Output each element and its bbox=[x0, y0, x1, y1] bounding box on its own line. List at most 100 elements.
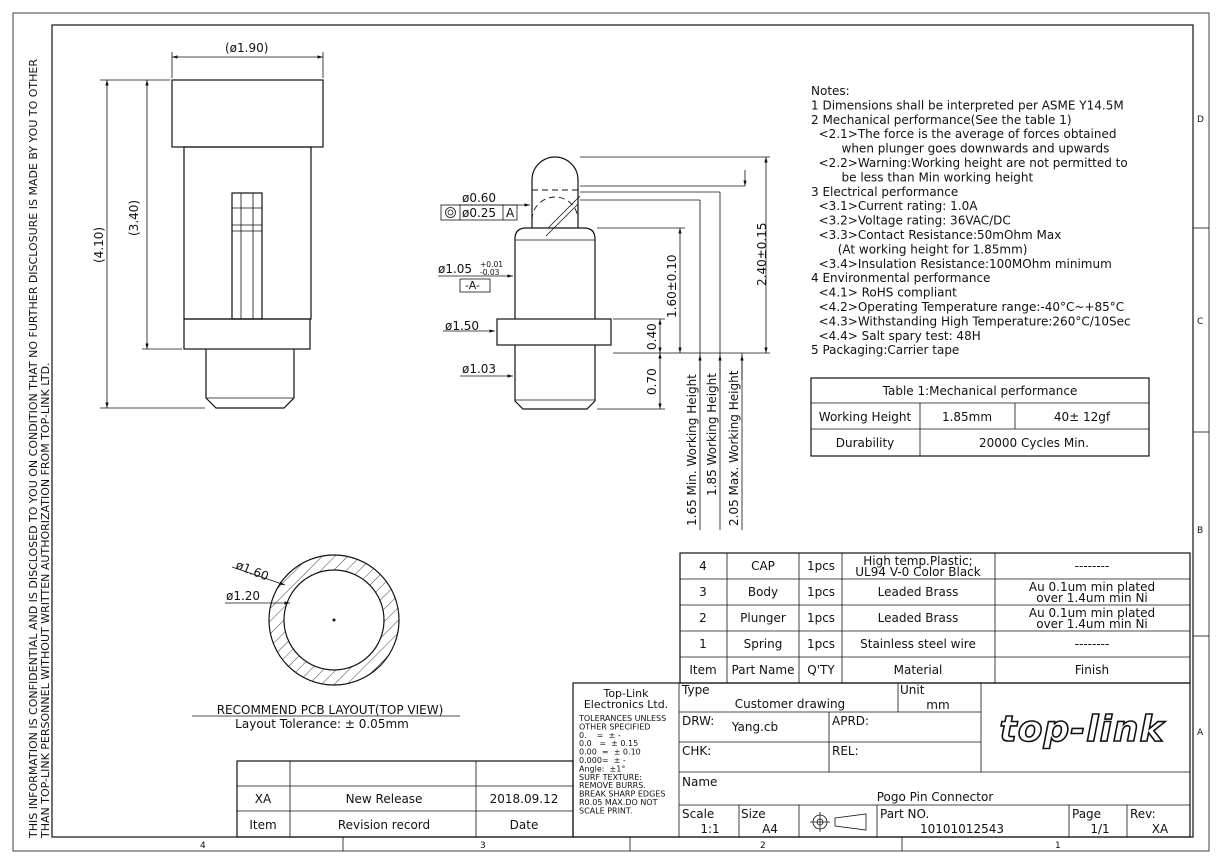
bom-header: Material bbox=[894, 663, 943, 677]
mech-row1-label: Working Height bbox=[819, 410, 912, 424]
note-line: <3.3>Contact Resistance:50mOhm Max bbox=[811, 228, 1061, 242]
gdt-datum-ref: A bbox=[506, 206, 515, 220]
company-logo: top-link bbox=[1000, 709, 1166, 750]
zone-label-a: A bbox=[1197, 728, 1204, 738]
dim-body-tol-lower: -0.03 bbox=[480, 268, 500, 277]
note-line: <2.1>The force is the average of forces … bbox=[811, 127, 1116, 141]
note-line: when plunger goes downwards and upwards bbox=[811, 142, 1109, 156]
dim-plunger-height: 1.60±0.10 bbox=[665, 255, 679, 319]
page-value: 1/1 bbox=[1090, 822, 1109, 836]
bom-header: Finish bbox=[1075, 663, 1109, 677]
section-view: ø0.60 ø0.25 A ø1.05 +0.01 -0.03 -A- ø1.5… bbox=[438, 156, 770, 530]
bom-quantity: 1pcs bbox=[807, 559, 835, 573]
max-working-height: 2.05 Max. Working Height bbox=[727, 370, 741, 526]
chk-label: CHK: bbox=[682, 744, 711, 758]
tolerance-line: 0.0 = ± 0.15 bbox=[579, 739, 638, 748]
revision-table: XA New Release 2018.09.12 Item Revision … bbox=[236, 760, 574, 838]
bom-finish: over 1.4um min Ni bbox=[1036, 591, 1148, 605]
size-label: Size bbox=[741, 807, 766, 821]
mech-table-title: Table 1:Mechanical performance bbox=[882, 384, 1078, 398]
rev-date: 2018.09.12 bbox=[490, 792, 559, 806]
note-line: <4.4> Salt spary test: 48H bbox=[811, 329, 981, 343]
side-view: (ø1.90) (4.10) (3.40) bbox=[92, 41, 324, 409]
dim-tail-diameter: ø1.03 bbox=[462, 362, 496, 376]
tolerance-line: TOLERANCES UNLESS bbox=[578, 714, 666, 723]
zone-label-3: 3 bbox=[480, 841, 486, 851]
bom-finish: Au 0.1um min plated bbox=[1029, 606, 1155, 620]
zone-label-1: 1 bbox=[1055, 841, 1061, 851]
projection-symbol-icon bbox=[810, 812, 867, 832]
part-name: Pogo Pin Connector bbox=[877, 790, 994, 804]
note-line: 4 Environmental performance bbox=[811, 271, 990, 285]
note-line: Notes: bbox=[811, 84, 850, 98]
note-line: <4.3>Withstanding High Temperature:260°C… bbox=[811, 314, 1131, 328]
dim-side-body-height: (3.40) bbox=[127, 200, 141, 236]
type-label: Type bbox=[681, 683, 710, 697]
pcb-inner-diameter: ø1.20 bbox=[226, 589, 260, 603]
dim-total-height: 2.40±0.15 bbox=[755, 223, 769, 287]
bom-quantity: 1pcs bbox=[807, 637, 835, 651]
tolerance-line: REMOVE BURRS. bbox=[579, 781, 646, 790]
bom-header: Q'TY bbox=[807, 663, 835, 677]
type-value: Customer drawing bbox=[735, 697, 845, 711]
bom-material: Stainless steel wire bbox=[860, 637, 976, 651]
zone-label-2: 2 bbox=[760, 841, 766, 851]
dim-tail-height: 0.70 bbox=[645, 368, 659, 395]
pcb-outer-diameter: ø1.60 bbox=[234, 558, 271, 584]
tolerance-line: 0.000= ± - bbox=[579, 756, 626, 765]
mechanical-performance-table: Table 1:Mechanical performance Working H… bbox=[810, 377, 1150, 457]
dim-flange-diameter: ø1.50 bbox=[445, 319, 479, 333]
size-value: A4 bbox=[762, 822, 778, 836]
drw-label: DRW: bbox=[682, 714, 714, 728]
zone-label-b: B bbox=[1197, 526, 1203, 536]
zone-label-d: D bbox=[1197, 115, 1204, 125]
bom-header: Part Name bbox=[732, 663, 795, 677]
mech-row1-height: 1.85mm bbox=[942, 410, 992, 424]
min-working-height: 1.65 Min. Working Height bbox=[685, 374, 699, 526]
partno-label: Part NO. bbox=[880, 807, 929, 821]
bom-quantity: 1pcs bbox=[807, 585, 835, 599]
note-line: <4.2>Operating Temperature range:-40°C~+… bbox=[811, 300, 1124, 314]
unit-value: mm bbox=[926, 698, 949, 712]
bom-finish: -------- bbox=[1075, 637, 1110, 651]
pcb-layout-tolerance: Layout Tolerance: ± 0.05mm bbox=[235, 717, 409, 731]
note-line: 1 Dimensions shall be interpreted per AS… bbox=[811, 98, 1124, 112]
tolerance-line: Angle: ±1° bbox=[579, 764, 625, 773]
note-line: <3.4>Insulation Resistance:100MOhm minim… bbox=[811, 257, 1112, 271]
note-line: 3 Electrical performance bbox=[811, 185, 958, 199]
zone-label-c: C bbox=[1197, 317, 1203, 327]
bom-material: High temp.Plastic; bbox=[863, 554, 972, 568]
pcb-layout-title: RECOMMEND PCB LAYOUT(TOP VIEW) bbox=[217, 703, 444, 717]
dim-body-tol-upper: +0.01 bbox=[480, 260, 503, 269]
company-name: Electronics Ltd. bbox=[584, 698, 668, 711]
note-line: <3.1>Current rating: 1.0A bbox=[811, 199, 978, 213]
aprd-label: APRD: bbox=[832, 714, 869, 728]
unit-label: Unit bbox=[900, 683, 925, 697]
tolerance-line: R0.05 MAX.DO NOT bbox=[579, 798, 658, 807]
datum-a-label: -A- bbox=[465, 279, 480, 292]
note-line: 5 Packaging:Carrier tape bbox=[811, 343, 959, 357]
rev-item: XA bbox=[255, 792, 272, 806]
note-line: 2 Mechanical performance(See the table 1… bbox=[811, 113, 1072, 127]
mech-row2-value: 20000 Cycles Min. bbox=[979, 436, 1089, 450]
bom-finish: -------- bbox=[1075, 559, 1110, 573]
tolerance-line: SURF TEXTURE: bbox=[579, 773, 642, 782]
bom-part-name: Plunger bbox=[740, 611, 786, 625]
bom-item-number: 2 bbox=[699, 611, 707, 625]
gdt-concentricity-value: ø0.25 bbox=[462, 206, 496, 220]
drw-value: Yang.cb bbox=[731, 720, 778, 734]
dim-body-diameter: ø1.05 bbox=[438, 262, 472, 276]
bom-material: Leaded Brass bbox=[878, 611, 959, 625]
note-line: <4.1> RoHS compliant bbox=[811, 286, 957, 300]
bom-part-name: Spring bbox=[744, 637, 783, 651]
note-line: be less than Min working height bbox=[811, 170, 1034, 184]
partno-value: 10101012543 bbox=[920, 822, 1004, 836]
tolerance-line: SCALE PRINT. bbox=[579, 806, 632, 815]
rel-label: REL: bbox=[832, 744, 859, 758]
scale-value: 1:1 bbox=[700, 822, 719, 836]
bom-header: Item bbox=[689, 663, 716, 677]
note-line: <3.2>Voltage rating: 36VAC/DC bbox=[811, 214, 1011, 228]
dim-plunger-diameter: ø0.60 bbox=[462, 191, 496, 205]
